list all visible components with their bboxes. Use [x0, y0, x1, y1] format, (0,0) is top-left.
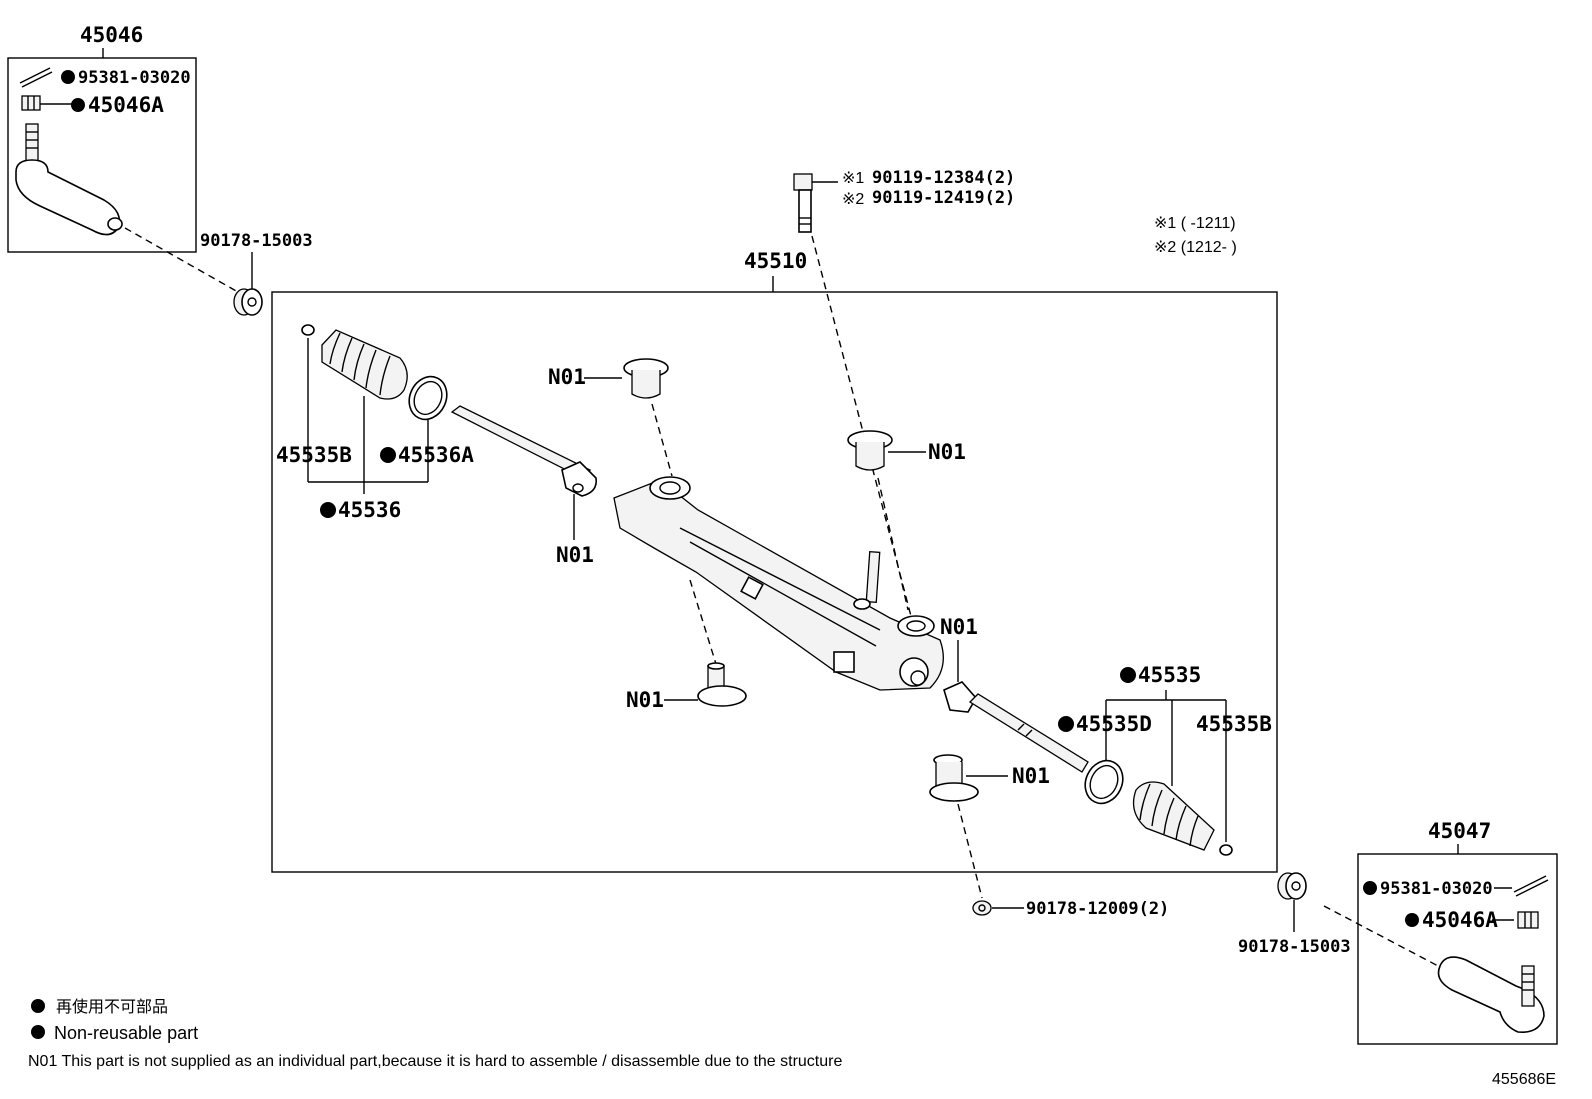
- clamp-left-icon: [408, 375, 448, 421]
- label-n01-bushing-4: N01: [1012, 764, 1050, 788]
- period-note-2: ※2 (1212- ): [1154, 239, 1237, 256]
- bolt-mark-1: ※1: [842, 170, 864, 187]
- boot-left-icon: [321, 329, 408, 400]
- diagram-id: 455686E: [1492, 1071, 1556, 1088]
- clamp-right-icon: [1084, 759, 1124, 805]
- label-clip-left: 45535B: [276, 443, 352, 467]
- bolt-mark-2: ※2: [842, 191, 864, 208]
- clip-left-icon: [301, 324, 315, 336]
- tie-rod-end-right-icon: [1437, 956, 1545, 1033]
- label-n01-bushing-3: N01: [626, 688, 664, 712]
- label-clamp-right: 45535D: [1076, 712, 1152, 736]
- legend-japanese: 再使用不可部品: [56, 998, 168, 1016]
- bushing-top-right-icon: [847, 430, 893, 471]
- label-clamp-left: 45536A: [398, 443, 474, 467]
- label-45510: 45510: [744, 249, 807, 273]
- hex-nut-icon: [233, 288, 263, 316]
- legend-n01-note: N01 This part is not supplied as an indi…: [28, 1053, 842, 1070]
- label-n01-bushing-2: N01: [928, 440, 966, 464]
- hex-nut-right-icon: [1277, 872, 1307, 900]
- label-nut-90178-15003-left: 90178-15003: [200, 231, 313, 251]
- label-n01-bushing-1: N01: [548, 365, 586, 389]
- tie-rod-end-left-icon: [15, 123, 123, 236]
- label-cotter-pin-left: 95381-03020: [78, 68, 191, 88]
- label-clip-right: 45535B: [1196, 712, 1272, 736]
- clip-right-icon: [1219, 844, 1233, 856]
- label-cotter-pin-right: 95381-03020: [1380, 879, 1493, 899]
- cotter-pin-right-icon: [1513, 875, 1549, 897]
- castle-nut-icon: [21, 95, 41, 111]
- bushing-top-left-icon: [623, 358, 669, 399]
- label-nut-90178-15003-right: 90178-15003: [1238, 937, 1351, 957]
- legend-english: Non-reusable part: [54, 1023, 198, 1043]
- bushing-bottom-right-icon: [929, 754, 979, 802]
- cotter-pin-icon: [19, 67, 53, 88]
- bolt-icon: [793, 173, 813, 233]
- gear-assembly-box: [271, 291, 1278, 873]
- flange-nut-icon: [972, 900, 992, 916]
- boot-right-icon: [1132, 781, 1215, 851]
- tie-rod-end-left-box: [7, 57, 197, 253]
- tie-rod-end-right-box: [1357, 853, 1558, 1045]
- label-nut-left: 45046A: [88, 93, 164, 117]
- rack-housing-icon: [613, 476, 944, 691]
- label-n01-tie-rod-right: N01: [940, 615, 978, 639]
- label-45047: 45047: [1428, 819, 1491, 843]
- label-boot-set-left: 45536: [338, 498, 401, 522]
- castle-nut-right-icon: [1517, 911, 1539, 929]
- label-boot-kit-right: 45535: [1138, 663, 1201, 687]
- label-nut-mount: 90178-12009(2): [1026, 899, 1169, 919]
- label-nut-right: 45046A: [1422, 908, 1498, 932]
- tie-rod-left-icon: [450, 405, 598, 497]
- label-n01-tie-rod-left: N01: [556, 543, 594, 567]
- tie-rod-right-icon: [943, 681, 1089, 773]
- label-bolt-1: 90119-12384(2): [872, 168, 1015, 188]
- label-bolt-2: 90119-12419(2): [872, 188, 1015, 208]
- period-note-1: ※1 ( -1211): [1154, 215, 1236, 232]
- label-45046: 45046: [80, 23, 143, 47]
- bushing-bottom-left-icon: [697, 662, 747, 707]
